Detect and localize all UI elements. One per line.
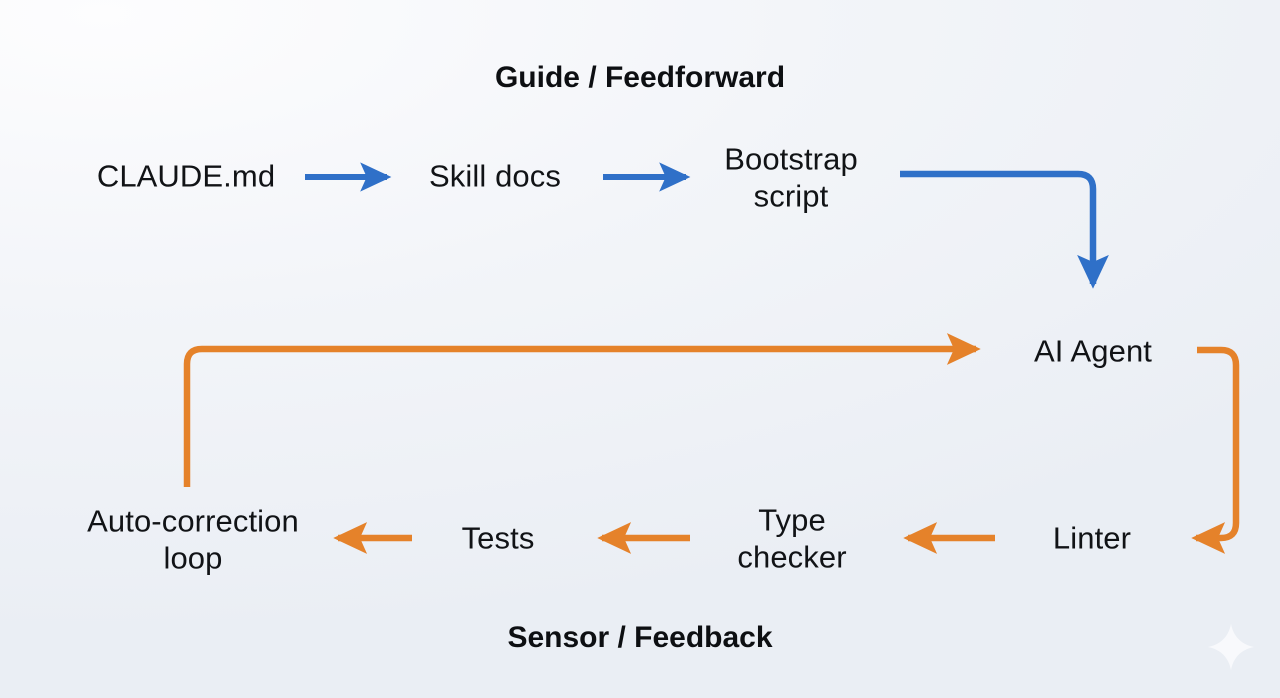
caption-feedforward: Guide / Feedforward [494,60,786,94]
arrow-aiagent-to-linter [1191,346,1240,554]
node-auto-correction-loop[interactable]: Auto-correction loop [87,503,299,575]
node-claude-md[interactable]: CLAUDE.md [96,158,276,194]
node-bootstrap-script[interactable]: Bootstrap script [724,141,858,213]
caption-feedback: Sensor / Feedback [507,620,773,654]
node-linter[interactable]: Linter [1052,520,1132,556]
arrow-autocorrection-to-aiagent [183,333,981,487]
node-tests[interactable]: Tests [461,520,535,556]
arrow-bootstrap-to-aiagent [900,170,1109,289]
node-skill-docs[interactable]: Skill docs [429,158,561,194]
node-ai-agent[interactable]: AI Agent [1033,333,1153,369]
node-type-checker[interactable]: Type checker [737,502,847,574]
